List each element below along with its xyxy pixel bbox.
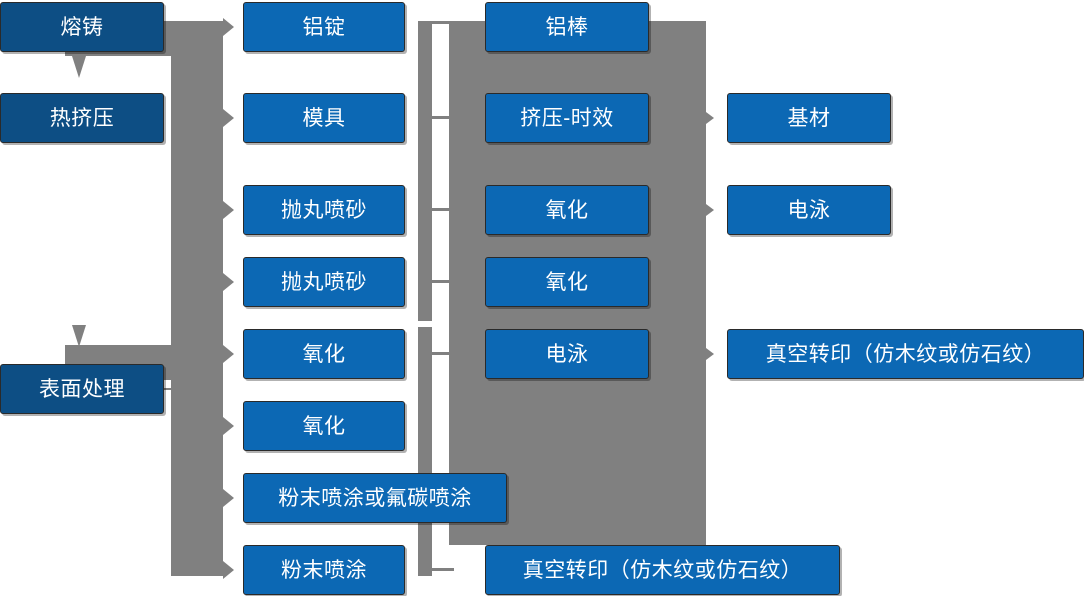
- out-vacuum-transfer[interactable]: 真空转印（仿木纹或仿石纹）: [727, 329, 1084, 379]
- tr-extrusion-aging[interactable]: 挤压-时效: [485, 93, 649, 143]
- arrow-to-vacuum-transfer: [706, 348, 714, 360]
- connector-base-material: [700, 117, 708, 120]
- stage-surface-finish[interactable]: 表面处理: [0, 364, 164, 414]
- stage-hot-extrusion[interactable]: 热挤压: [0, 93, 164, 143]
- connector-stub-row-3: [432, 208, 454, 211]
- arrow-to-shot-blasting-2: [223, 273, 234, 291]
- arrow-to-mold: [223, 109, 234, 127]
- op-shot-blasting-2[interactable]: 抛丸喷砂: [243, 257, 405, 307]
- tr-electrophoresis[interactable]: 电泳: [485, 329, 649, 379]
- connector-notch-hot-extrusion: [72, 56, 86, 78]
- arrow-to-base-material: [706, 112, 714, 124]
- connector-middle-spine-upper: [418, 21, 432, 321]
- connector-stub-row-5: [432, 352, 454, 355]
- arrow-to-oxidation-2: [223, 417, 234, 435]
- connector-stub-row-2: [432, 116, 454, 119]
- op-powder-coating[interactable]: 粉末喷涂: [243, 545, 405, 595]
- op-oxidation-1[interactable]: 氧化: [243, 329, 405, 379]
- op-aluminum-ingot[interactable]: 铝锭: [243, 2, 405, 52]
- connector-vacuum-transfer: [700, 353, 708, 356]
- tr-oxidation-2[interactable]: 氧化: [485, 257, 649, 307]
- arrow-to-aluminum-ingot: [223, 18, 234, 36]
- tr-vacuum-transfer[interactable]: 真空转印（仿木纹或仿石纹）: [485, 545, 840, 595]
- arrow-to-electrophoresis: [706, 204, 714, 216]
- arrow-to-oxidation-1: [223, 345, 234, 363]
- connector-electrophoresis: [700, 209, 708, 212]
- op-shot-blasting-1[interactable]: 抛丸喷砂: [243, 185, 405, 235]
- stage-melting-casting[interactable]: 熔铸: [0, 2, 164, 52]
- connector-stage-spine: [171, 21, 223, 576]
- arrow-to-shot-blasting-1: [223, 201, 234, 219]
- tr-oxidation-1[interactable]: 氧化: [485, 185, 649, 235]
- out-base-material[interactable]: 基材: [727, 93, 891, 143]
- op-mold[interactable]: 模具: [243, 93, 405, 143]
- arrow-to-powder-or-fluorocarbon: [223, 489, 234, 507]
- tr-aluminum-bar[interactable]: 铝棒: [485, 2, 649, 52]
- out-electrophoresis[interactable]: 电泳: [727, 185, 891, 235]
- connector-notch-surface-finish: [72, 325, 86, 347]
- connector-surface-finish-link: [164, 388, 188, 390]
- connector-stub-row-1: [432, 21, 454, 24]
- connector-middle-spine-lower: [418, 327, 432, 576]
- arrow-to-powder-coating: [223, 561, 234, 579]
- op-powder-or-fluorocarbon[interactable]: 粉末喷涂或氟碳喷涂: [243, 473, 507, 523]
- connector-stub-row-4: [432, 280, 454, 283]
- connector-stub-row-6: [432, 568, 454, 571]
- op-oxidation-2[interactable]: 氧化: [243, 401, 405, 451]
